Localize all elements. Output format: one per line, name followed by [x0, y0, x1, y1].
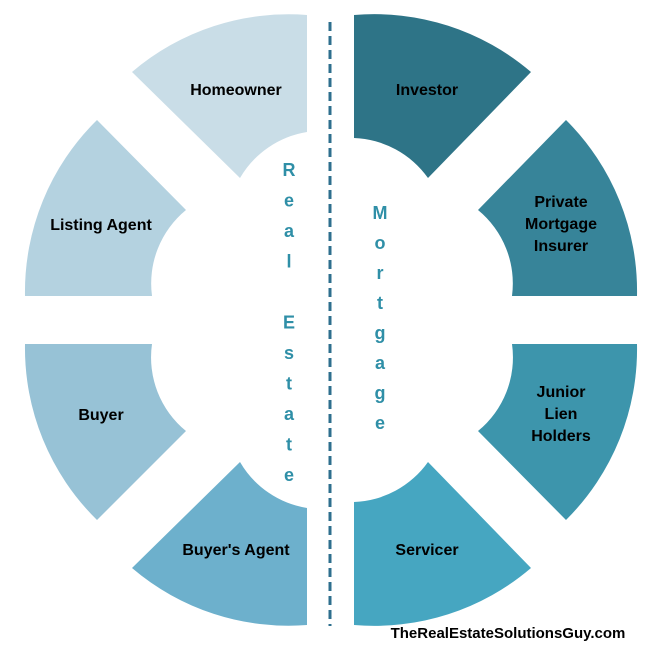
segment-shape [24, 344, 187, 520]
vertical-letter: t [286, 434, 292, 454]
segment-label-line: Listing Agent [50, 217, 152, 234]
segment-shape [354, 462, 531, 626]
vertical-letter: r [376, 263, 383, 283]
vertical-letter: o [375, 233, 386, 253]
vertical-letter: M [373, 203, 388, 223]
vertical-letter: t [286, 373, 292, 393]
vertical-letter: e [284, 190, 294, 210]
segment-investor: Investor [354, 14, 531, 179]
vertical-letter: l [286, 251, 291, 271]
footer-website-text: TheRealEstateSolutionsGuy.com [391, 625, 626, 642]
segment-shape [478, 344, 638, 520]
vertical-letter: t [377, 293, 383, 313]
segment-shape [132, 462, 307, 626]
segment-shape [478, 120, 638, 296]
segment-shape [354, 14, 531, 179]
segment-listing-agent: Listing Agent [24, 120, 187, 296]
vertical-letter: e [284, 465, 294, 485]
vertical-letter: a [284, 404, 295, 424]
segment-label: Listing Agent [50, 217, 152, 234]
segment-label: Homeowner [190, 82, 282, 99]
segment-buyer: Buyer [24, 344, 187, 520]
real-estate-vertical-label: RealEstate [283, 160, 296, 485]
vertical-letter: E [283, 312, 295, 332]
segment-label-line: Holders [531, 428, 591, 445]
segment-servicer: Servicer [354, 462, 531, 626]
segment-label: Servicer [395, 542, 458, 559]
segment-label-line: Homeowner [190, 82, 282, 99]
segment-label-line: Private [534, 194, 587, 211]
vertical-letter: R [283, 160, 296, 180]
segment-label-line: Insurer [534, 238, 588, 255]
mortgage-vertical-label: Mortgage [373, 203, 388, 433]
vertical-letter: s [284, 343, 294, 363]
vertical-letter: g [375, 383, 386, 403]
segment-label-line: Investor [396, 82, 458, 99]
segment-homeowner: Homeowner [132, 14, 307, 179]
segment-label: Investor [396, 82, 458, 99]
segment-shape [132, 14, 307, 179]
segment-label-line: Mortgage [525, 216, 597, 233]
segment-shape [24, 120, 187, 296]
vertical-letter: a [375, 353, 386, 373]
vertical-letter: a [284, 221, 295, 241]
segment-label-line: Buyer [78, 407, 123, 424]
vertical-letter: e [375, 413, 385, 433]
segment-label-line: Buyer's Agent [182, 542, 290, 559]
segment-label: Buyer [78, 407, 123, 424]
segment-label-line: Lien [545, 406, 578, 423]
segment-label-line: Junior [537, 384, 586, 401]
segment-label-line: Servicer [395, 542, 458, 559]
segment-buyers-agent: Buyer's Agent [132, 462, 307, 626]
segment-label: Buyer's Agent [182, 542, 290, 559]
vertical-letter: g [375, 323, 386, 343]
